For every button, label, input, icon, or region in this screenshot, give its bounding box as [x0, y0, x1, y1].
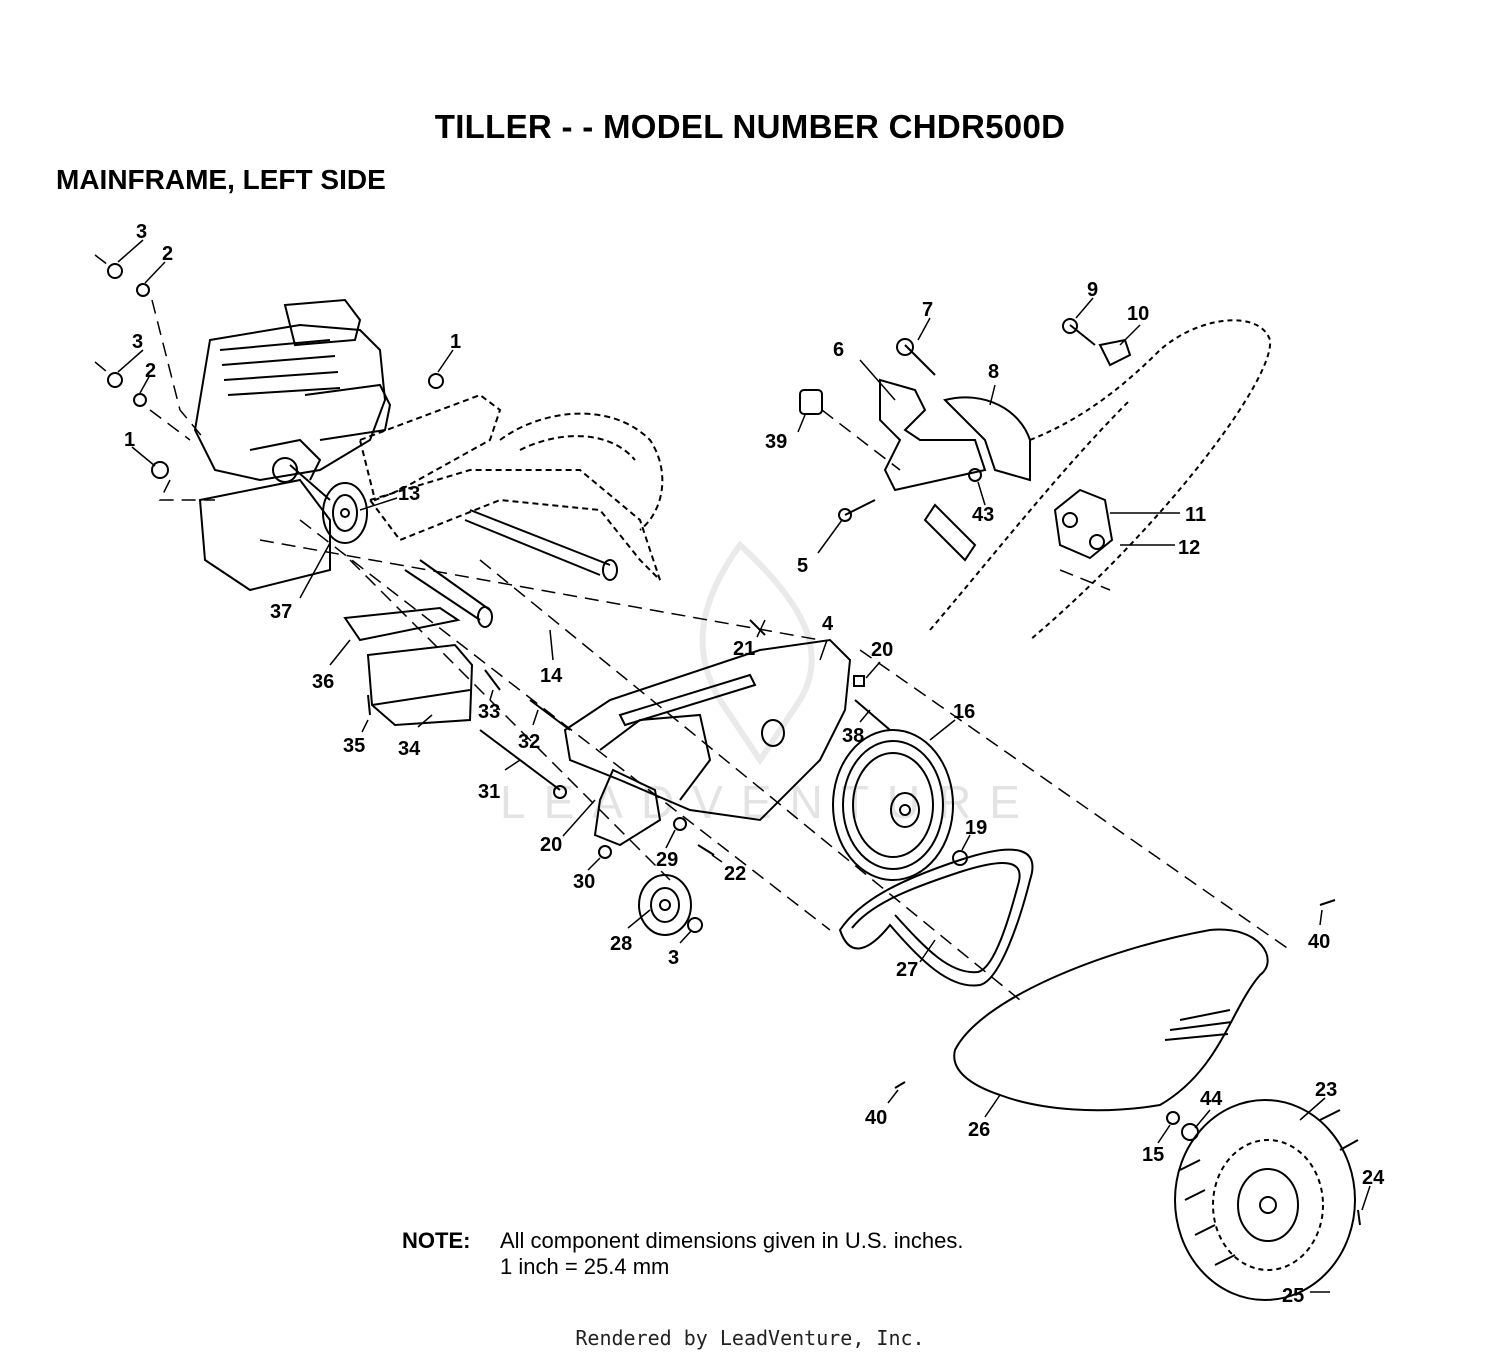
callout-35: 35 — [343, 735, 365, 757]
callout-38: 38 — [842, 725, 864, 747]
callout-6: 6 — [833, 339, 844, 361]
callout-24: 24 — [1362, 1167, 1385, 1189]
callout-11: 11 — [1185, 504, 1206, 526]
note-line-1: All component dimensions given in U.S. i… — [500, 1228, 964, 1253]
callout-29: 29 — [656, 849, 678, 871]
page-title: TILLER - - MODEL NUMBER CHDR500D — [434, 108, 1066, 145]
callout-36: 36 — [312, 671, 334, 693]
callout-3: 3 — [136, 221, 147, 243]
callout-31: 31 — [478, 781, 500, 803]
callout-28: 28 — [610, 933, 632, 955]
callout-7: 7 — [922, 299, 933, 321]
engine-pulley — [322, 482, 368, 544]
note-label: NOTE: — [402, 1228, 471, 1253]
callout-40: 40 — [1308, 931, 1330, 953]
leader-lines — [117, 239, 1371, 1293]
frame-handle — [358, 393, 664, 581]
callout-16: 16 — [953, 701, 975, 723]
callout-39: 39 — [765, 431, 787, 453]
callout-44: 44 — [1200, 1088, 1223, 1110]
callout-3: 3 — [132, 331, 143, 353]
callout-40: 40 — [865, 1107, 887, 1129]
watermark-logo: LEADVENTURE — [500, 540, 1038, 828]
hardware — [107, 263, 1361, 1226]
callout-10: 10 — [1127, 303, 1149, 325]
callout-14: 14 — [540, 665, 563, 687]
drive-belt — [838, 848, 1034, 987]
idler-bracket — [593, 768, 687, 859]
callout-26: 26 — [968, 1119, 990, 1141]
callout-23: 23 — [1315, 1079, 1337, 1101]
wheel — [1166, 1099, 1359, 1301]
callout-13: 13 — [398, 483, 420, 505]
bracket-and-block — [343, 606, 474, 727]
callout-19: 19 — [965, 817, 987, 839]
shield-outline-dashed — [929, 319, 1272, 641]
callout-32: 32 — [518, 731, 540, 753]
callout-43: 43 — [972, 504, 994, 526]
engine — [193, 298, 392, 592]
note: NOTE: All component dimensions given in U… — [402, 1228, 963, 1280]
callout-25: 25 — [1282, 1285, 1304, 1307]
callout-5: 5 — [797, 555, 808, 577]
callout-21: 21 — [733, 638, 755, 660]
drive-pulley — [832, 729, 968, 881]
callout-27: 27 — [896, 959, 918, 981]
axle-tubes — [404, 509, 618, 628]
callout-2: 2 — [145, 360, 156, 382]
callout-4: 4 — [822, 613, 834, 635]
callout-1: 1 — [124, 429, 135, 451]
callout-30: 30 — [573, 871, 595, 893]
assembly-lines — [94, 254, 1291, 1001]
callout-34: 34 — [398, 738, 421, 760]
section-title: MAINFRAME, LEFT SIDE — [56, 164, 386, 195]
callout-9: 9 — [1087, 279, 1098, 301]
callout-labels: 3 2 3 2 1 1 13 37 36 35 34 33 32 31 14 2… — [124, 221, 1385, 1307]
callout-12: 12 — [1178, 537, 1200, 559]
callout-15: 15 — [1142, 1144, 1164, 1166]
credit-footer: Rendered by LeadVenture, Inc. — [575, 1326, 925, 1350]
callout-37: 37 — [270, 601, 292, 623]
callout-20: 20 — [871, 639, 893, 661]
watermark-text: LEADVENTURE — [500, 776, 1038, 828]
note-line-2: 1 inch = 25.4 mm — [500, 1254, 670, 1279]
belt-guard-plate — [563, 638, 852, 822]
callout-2: 2 — [162, 243, 173, 265]
bottom-shield — [953, 928, 1269, 1112]
idler-pulley — [638, 874, 703, 936]
callout-3: 3 — [668, 947, 679, 969]
callout-22: 22 — [724, 863, 746, 885]
callout-20: 20 — [540, 834, 562, 856]
callout-8: 8 — [988, 361, 999, 383]
callout-33: 33 — [478, 701, 500, 723]
upper-shield-parts — [799, 338, 1132, 562]
callout-1: 1 — [450, 331, 461, 353]
